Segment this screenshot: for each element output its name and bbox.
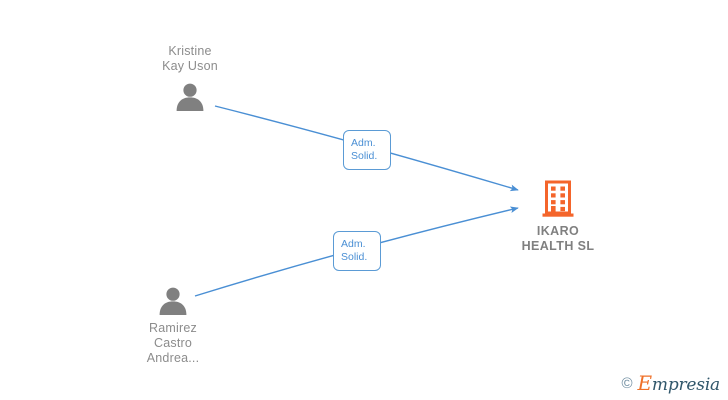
company-building-icon	[542, 180, 574, 217]
brand-initial: E	[637, 371, 653, 395]
copyright-icon: ©	[621, 375, 633, 392]
person-node-kristine-kay-uson[interactable]: Kristine Kay Uson	[120, 44, 260, 111]
person-avatar-icon	[176, 83, 204, 111]
watermark: © Empresia	[621, 373, 720, 394]
brand-logo: Empresia	[638, 373, 721, 394]
person-label: Kristine Kay Uson	[162, 44, 218, 73]
edge-label-adm-solid-2[interactable]: Adm. Solid.	[333, 231, 381, 271]
brand-rest: mpresia	[651, 375, 720, 395]
company-node-ikaro-health-sl[interactable]: IKARO HEALTH SL	[488, 180, 628, 254]
person-label: Ramirez Castro Andrea...	[146, 321, 200, 365]
edge-label-adm-solid-1[interactable]: Adm. Solid.	[343, 130, 391, 170]
company-label: IKARO HEALTH SL	[521, 224, 595, 253]
person-node-ramirez-castro-andrea[interactable]: Ramirez Castro Andrea...	[103, 285, 243, 366]
person-avatar-icon	[159, 287, 187, 315]
